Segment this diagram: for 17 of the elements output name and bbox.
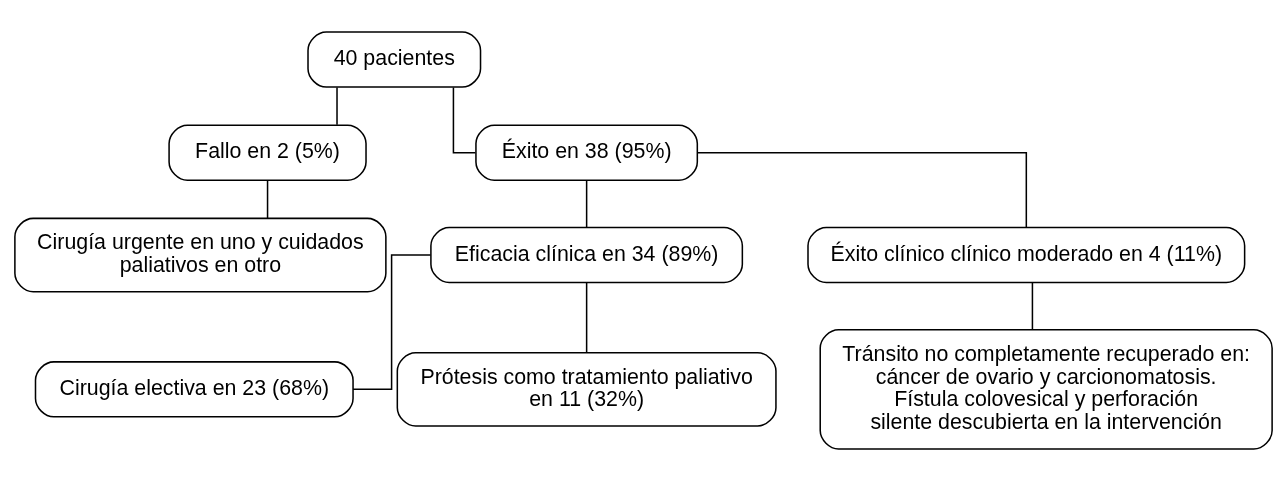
node-box: Cirugía urgente en uno y cuidados paliativos en otro: [14, 217, 387, 293]
node-box: Éxito clínico clínico moderado en 4 (11%): [807, 226, 1246, 284]
node-box: Cirugía electiva en 23 (68%): [34, 361, 354, 418]
node-box: Tránsito no completamente recuperado en: cáncer de ovario y carcionomatosis. Fístula colovesical y perforación silente descubierta en la intervención: [819, 329, 1273, 450]
node-box: Éxito en 38 (95%): [475, 124, 699, 181]
connector: [1031, 282, 1034, 331]
node-box: Prótesis como tratamiento paliativo en 11 (32%): [396, 351, 777, 427]
connector: [696, 151, 1028, 228]
connector: [585, 179, 588, 228]
connector: [266, 179, 269, 220]
node-box: Eficacia clínica en 34 (89%): [430, 226, 744, 284]
node-box: 40 pacientes: [307, 31, 482, 88]
connector: [352, 254, 432, 391]
node-box: Fallo en 2 (5%): [168, 124, 367, 181]
connector: [336, 86, 338, 126]
connector: [452, 86, 477, 154]
connector: [585, 282, 588, 354]
